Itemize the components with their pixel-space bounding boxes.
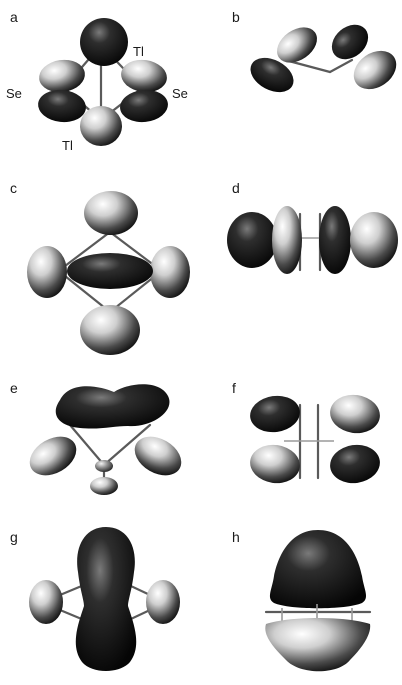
panel-b: b bbox=[232, 9, 402, 99]
orbital-lobe bbox=[118, 88, 169, 125]
atom-label-se-right: Se bbox=[172, 86, 188, 101]
atom-label-tl-top: Tl bbox=[133, 44, 144, 59]
panel-f: f bbox=[232, 380, 382, 486]
orbital-lobe bbox=[56, 384, 170, 428]
orbital-lobe bbox=[146, 580, 180, 624]
orbital-lobe bbox=[90, 477, 118, 495]
panel-label-h: h bbox=[232, 529, 240, 545]
orbital-lobe bbox=[80, 18, 128, 66]
panel-label-b: b bbox=[232, 9, 240, 25]
panel-d: d bbox=[227, 180, 398, 274]
panel-g: g bbox=[10, 527, 180, 671]
orbital-lobe bbox=[76, 527, 136, 671]
orbital-lobe bbox=[80, 305, 140, 355]
orbital-lobe bbox=[37, 57, 87, 95]
orbital-lobe bbox=[36, 88, 87, 125]
orbital-lobe bbox=[328, 442, 383, 487]
orbital-lobe bbox=[248, 393, 303, 436]
panel-h: h bbox=[232, 529, 370, 671]
orbital-lobe bbox=[95, 460, 113, 472]
orbital-lobe bbox=[248, 442, 303, 487]
panel-c: c bbox=[10, 180, 190, 355]
panel-label-c: c bbox=[10, 180, 17, 196]
orbital-lobe bbox=[29, 580, 63, 624]
orbital-lobe bbox=[328, 392, 383, 437]
orbital-lobe bbox=[67, 253, 153, 289]
atom-label-tl-bottom: Tl bbox=[62, 138, 73, 153]
orbital-lobe bbox=[119, 57, 169, 95]
orbital-lobe bbox=[265, 618, 370, 671]
orbital-lobe bbox=[80, 106, 122, 146]
atom-label-se-left: Se bbox=[6, 86, 22, 101]
orbital-lobe bbox=[227, 212, 277, 268]
orbital-lobe bbox=[23, 429, 83, 483]
orbital-lobe bbox=[84, 191, 138, 235]
orbital-lobe bbox=[270, 530, 366, 608]
panel-label-e: e bbox=[10, 380, 18, 396]
orbital-lobe bbox=[150, 246, 190, 298]
orbital-lobe bbox=[272, 206, 302, 274]
panel-label-a: a bbox=[10, 9, 18, 25]
panel-label-d: d bbox=[232, 180, 240, 196]
orbital-lobe bbox=[319, 206, 351, 274]
orbital-lobe bbox=[350, 212, 398, 268]
panel-a: a Tl Se Se Tl bbox=[6, 9, 188, 153]
panel-e: e bbox=[10, 380, 188, 495]
panel-label-f: f bbox=[232, 380, 236, 396]
orbital-lobe bbox=[27, 246, 67, 298]
panel-label-g: g bbox=[10, 529, 18, 545]
